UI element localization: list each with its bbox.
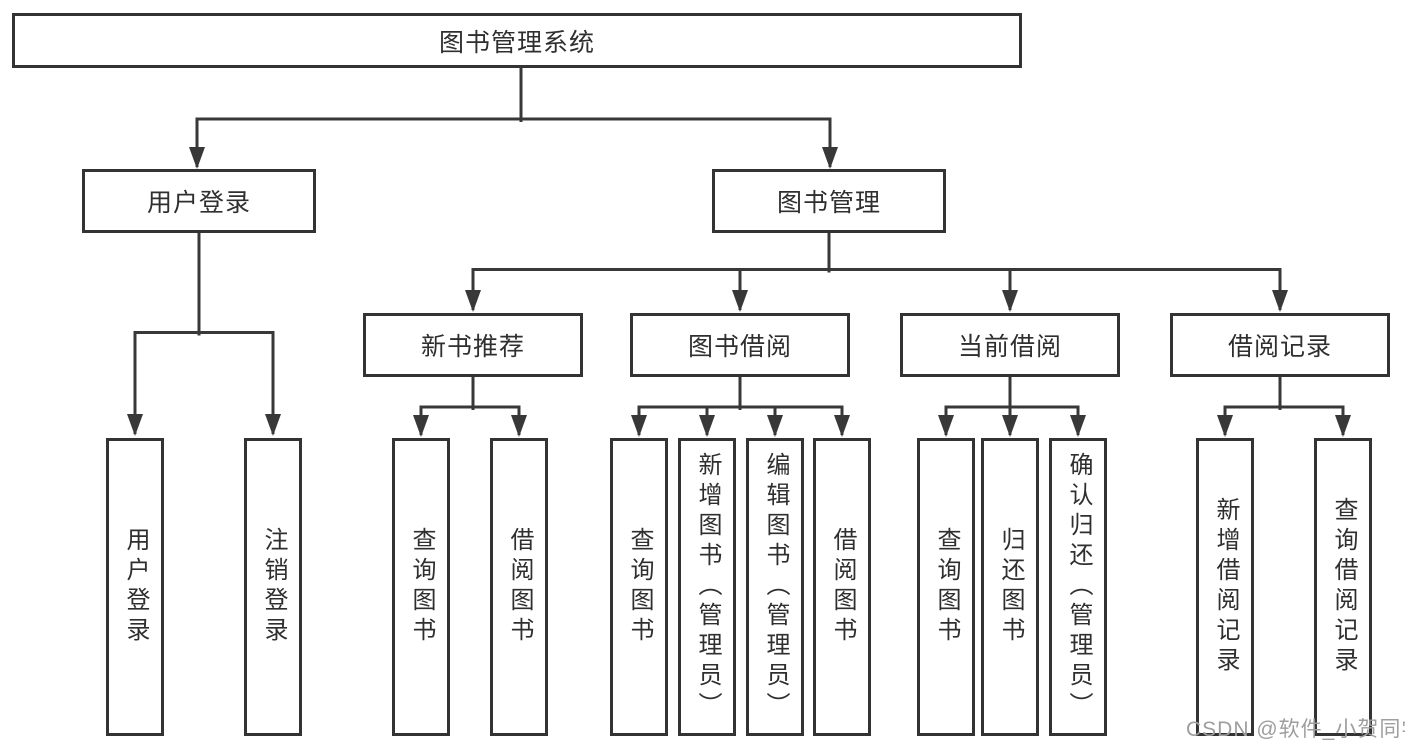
leaf-add-borrow-record-label: 新增借阅记录 [1212,497,1239,677]
leaf-logout: 注销登录 [244,438,302,736]
leaf-borrow-books-borrowing: 借阅图书 [813,438,871,736]
node-system-root-label: 图书管理系统 [438,28,595,57]
leaf-logout-label: 注销登录 [260,527,287,647]
leaf-confirm-return-admin: 确认归还（管理员） [1049,438,1107,736]
node-current-borrowing-label: 当前借阅 [957,333,1062,361]
leaf-query-borrow-record: 查询借阅记录 [1314,438,1372,736]
leaf-return-books: 归还图书 [981,438,1039,736]
leaf-confirm-return-admin-label: 确认归还（管理员） [1065,452,1092,722]
leaf-query-books-borrowing-label: 查询图书 [626,527,653,647]
leaf-user-login-label: 用户登录 [122,527,149,647]
connector-trunks [133,66,1345,410]
leaf-query-books-recommend-label: 查询图书 [408,527,435,647]
node-current-borrowing: 当前借阅 [900,313,1120,377]
node-system-root: 图书管理系统 [12,13,1022,68]
node-book-management-label: 图书管理 [776,189,881,217]
leaf-query-books-recommend: 查询图书 [392,438,450,736]
connector-arrows [127,117,1351,437]
node-book-borrowing-label: 图书借阅 [687,333,792,361]
node-book-management: 图书管理 [712,169,946,233]
watermark: CSDN @软件_小贺同学 [1186,718,1405,741]
leaf-query-books-current-label: 查询图书 [933,527,960,647]
node-user-login-label: 用户登录 [146,189,251,217]
leaf-edit-books-admin: 编辑图书（管理员） [746,438,804,736]
node-book-borrowing: 图书借阅 [630,313,850,377]
node-borrow-records: 借阅记录 [1170,313,1390,377]
leaf-return-books-label: 归还图书 [997,527,1024,647]
leaf-add-books-admin-label: 新增图书（管理员） [694,452,721,722]
leaf-borrow-books-recommend: 借阅图书 [490,438,548,736]
leaf-edit-books-admin-label: 编辑图书（管理员） [762,452,789,722]
leaf-user-login: 用户登录 [106,438,164,736]
leaf-borrow-books-borrowing-label: 借阅图书 [829,527,856,647]
node-borrow-records-label: 借阅记录 [1227,333,1332,361]
leaf-borrow-books-recommend-label: 借阅图书 [506,527,533,647]
node-new-book-recommend-label: 新书推荐 [420,333,525,361]
node-user-login: 用户登录 [82,169,316,233]
leaf-query-borrow-record-label: 查询借阅记录 [1330,497,1357,677]
leaf-query-books-current: 查询图书 [917,438,975,736]
node-new-book-recommend: 新书推荐 [363,313,583,377]
leaf-add-borrow-record: 新增借阅记录 [1196,438,1254,736]
leaf-add-books-admin: 新增图书（管理员） [678,438,736,736]
leaf-query-books-borrowing: 查询图书 [610,438,668,736]
